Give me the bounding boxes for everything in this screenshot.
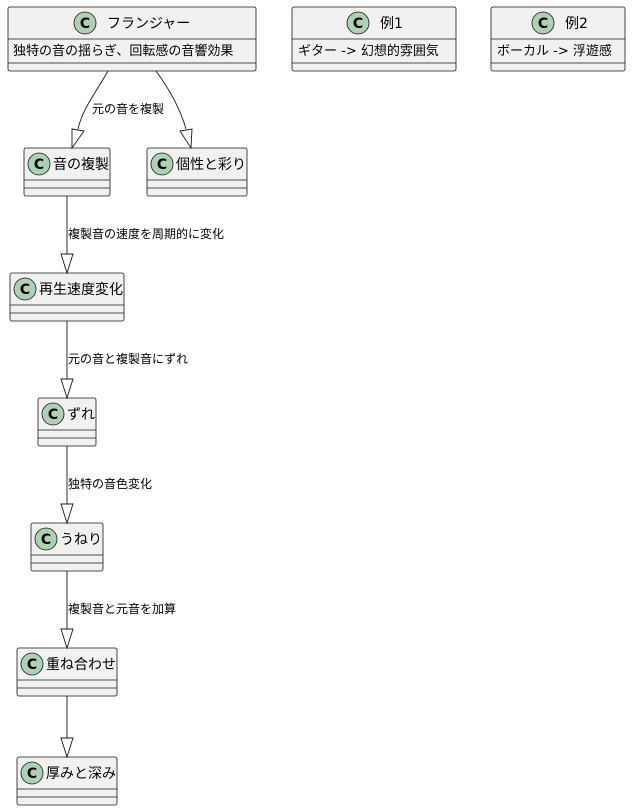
class-example2: C 例2 ボーカル -> 浮遊感 [490,6,626,72]
class-overlay-name: 重ね合わせ [46,657,116,673]
class-flanger: C フランジャー 独特の音の揺らぎ、回転感の音響効果 [7,6,257,72]
class-overlay: C 重ね合わせ [16,647,118,697]
class-example1: C 例1 ギター -> 幻想的雰囲気 [291,6,457,72]
inheritance-arrowhead [179,128,193,150]
class-shift-name: ずれ [67,407,95,423]
class-depth-name: 厚みと深み [46,766,116,782]
class-stereotype-letter: C [80,16,90,32]
edge-label: 独特の音色変化 [68,476,152,491]
class-stereotype-letter: C [41,532,51,548]
class-example2-name: 例2 [565,16,588,32]
edge-duplicate-speed: 複製音の速度を周期的に変化 [60,196,224,275]
edge-swell-overlay: 複製音と元音を加算 [60,571,176,650]
class-stereotype-icon [34,527,58,551]
inheritance-arrowhead [60,503,74,525]
inheritance-arrowhead [60,253,74,275]
edge-label: 複製音と元音を加算 [68,601,176,616]
inheritance-arrowhead [60,737,74,759]
class-stereotype-letter: C [157,157,167,173]
edge-flanger-character [155,70,193,150]
class-duplicate-name: 音の複製 [53,156,109,173]
class-stereotype-icon [346,11,370,35]
class-character-name: 個性と彩り [176,157,246,173]
class-stereotype-icon [13,277,37,301]
class-example1-name: 例1 [380,16,403,32]
class-stereotype-letter: C [353,16,363,32]
class-character: C 個性と彩り [146,147,248,197]
edge-flanger-duplicate: 元の音を複製 [71,70,164,150]
class-example1-member: ギター -> 幻想的雰囲気 [298,43,439,59]
class-stereotype-letter: C [538,16,548,32]
class-shift: C ずれ [37,397,97,447]
class-example2-member: ボーカル -> 浮遊感 [497,43,612,59]
edge-label: 元の音と複製音にずれ [68,351,188,366]
class-stereotype-letter: C [20,282,30,298]
class-depth: C 厚みと深み [16,756,118,806]
class-speed-name: 再生速度変化 [39,281,123,298]
class-swell: C うねり [30,522,104,572]
class-stereotype-icon [41,402,65,426]
edge-shift-swell: 独特の音色変化 [60,446,152,525]
class-stereotype-letter: C [27,657,37,673]
edge-overlay-depth [60,696,74,759]
class-stereotype-icon [20,761,44,785]
edge-speed-shift: 元の音と複製音にずれ [60,321,188,400]
class-stereotype-icon [531,11,555,35]
class-duplicate: C 音の複製 [23,147,111,197]
class-flanger-member: 独特の音の揺らぎ、回転感の音響効果 [13,43,233,59]
edge-label: 複製音の速度を周期的に変化 [68,226,224,241]
class-stereotype-letter: C [48,407,58,423]
edge-label: 元の音を複製 [92,101,164,116]
class-stereotype-letter: C [27,766,37,782]
class-stereotype-icon [150,152,174,176]
class-speed: C 再生速度変化 [9,272,125,322]
class-stereotype-letter: C [34,157,44,173]
class-flanger-name: フランジャー [107,16,190,32]
class-swell-name: うねり [60,532,102,548]
class-stereotype-icon [20,652,44,676]
inheritance-arrowhead [60,378,74,400]
inheritance-arrowhead [71,128,85,150]
class-stereotype-icon [27,152,51,176]
class-stereotype-icon [73,11,97,35]
inheritance-arrowhead [60,628,74,650]
